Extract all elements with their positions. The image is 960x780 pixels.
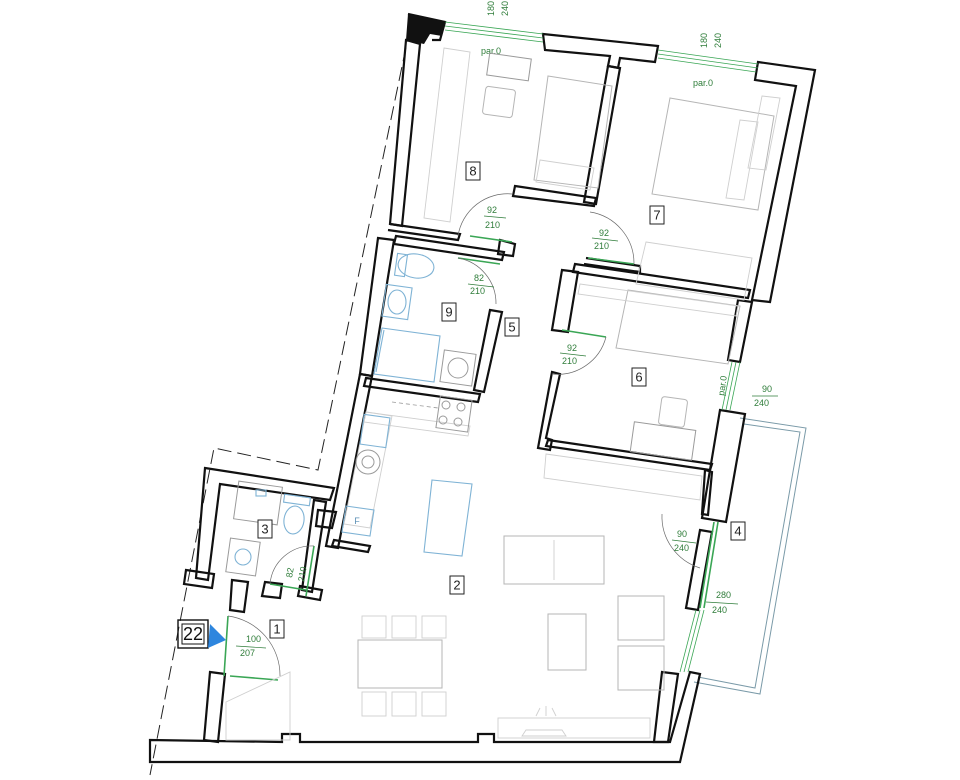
door-room-7: 92 210 [587,211,635,265]
door-room-6: 92 210 [551,329,607,375]
window-sill: par.0 [693,78,713,88]
room-label-3: 3 [257,519,273,539]
room-label-6: 6 [631,367,647,387]
window-sill: par.0 [716,375,729,396]
room-label-5: 5 [504,317,520,337]
site-boundary-line [149,27,411,776]
window-width: 180 [699,33,709,48]
door-height: 210 [594,241,609,251]
window-bedroom-6: par.0 90 240 [716,361,778,411]
window-bedroom-7: 180 240 par.0 [657,33,759,88]
door-height: 210 [470,286,485,296]
bathroom-9-fixtures [373,252,477,387]
door-width: 92 [567,343,577,353]
window-width: 180 [486,1,496,16]
svg-text:4: 4 [734,524,741,539]
svg-text:1: 1 [273,622,280,637]
room-label-7: 7 [649,205,665,225]
door-height: 207 [240,648,255,658]
door-height: 210 [296,566,308,583]
room-label-8: 8 [465,161,481,181]
living-room-furniture [225,479,665,741]
window-bedroom-8: 180 240 par.0 [444,1,544,56]
door-height: 240 [712,605,727,615]
svg-text:9: 9 [445,305,452,320]
door-width: 280 [716,590,731,600]
balcony-outline [693,417,807,695]
window-sill: par.0 [481,46,501,56]
fridge-label: F [354,516,360,526]
door-height: 240 [674,543,689,553]
svg-text:3: 3 [261,522,268,537]
door-width: 90 [677,529,687,539]
window-width: 90 [762,384,772,394]
door-width: 82 [474,273,484,283]
door-bathroom-3: 82 210 [269,545,315,597]
bedroom-6-furniture [543,283,741,501]
bathroom-3-fixtures [225,480,312,577]
walls [148,12,817,764]
bedroom-8-furniture [423,47,613,223]
door-width: 82 [284,567,296,579]
door-entry: 100 207 [223,615,281,681]
door-width: 100 [246,634,261,644]
door-room-8: 92 210 [457,193,513,243]
room-label-1: 1 [269,619,285,639]
door-bathroom-9: 82 210 [457,257,501,305]
kitchen-fixtures: F [341,395,473,537]
room-label-9: 9 [441,302,457,322]
window-height: 240 [754,398,769,408]
room-label-2: 2 [449,575,465,595]
apartment-number: 22 [183,624,203,644]
window-height: 240 [500,1,510,16]
svg-text:7: 7 [653,208,660,223]
door-height: 210 [562,356,577,366]
door-width: 92 [487,205,497,215]
entrance-arrow-icon [208,624,226,648]
bedroom-7-furniture [635,95,781,301]
svg-text:2: 2 [453,578,460,593]
svg-text:6: 6 [635,370,642,385]
door-height: 210 [485,220,500,230]
svg-text:8: 8 [469,164,476,179]
window-height: 240 [713,33,723,48]
door-balcony-upper: 90 240 [661,513,719,609]
svg-text:5: 5 [508,320,515,335]
entrance-marker: 22 [177,619,226,649]
door-balcony-lower: 280 240 [679,590,739,673]
room-label-4: 4 [730,521,746,541]
door-width: 92 [599,228,609,238]
